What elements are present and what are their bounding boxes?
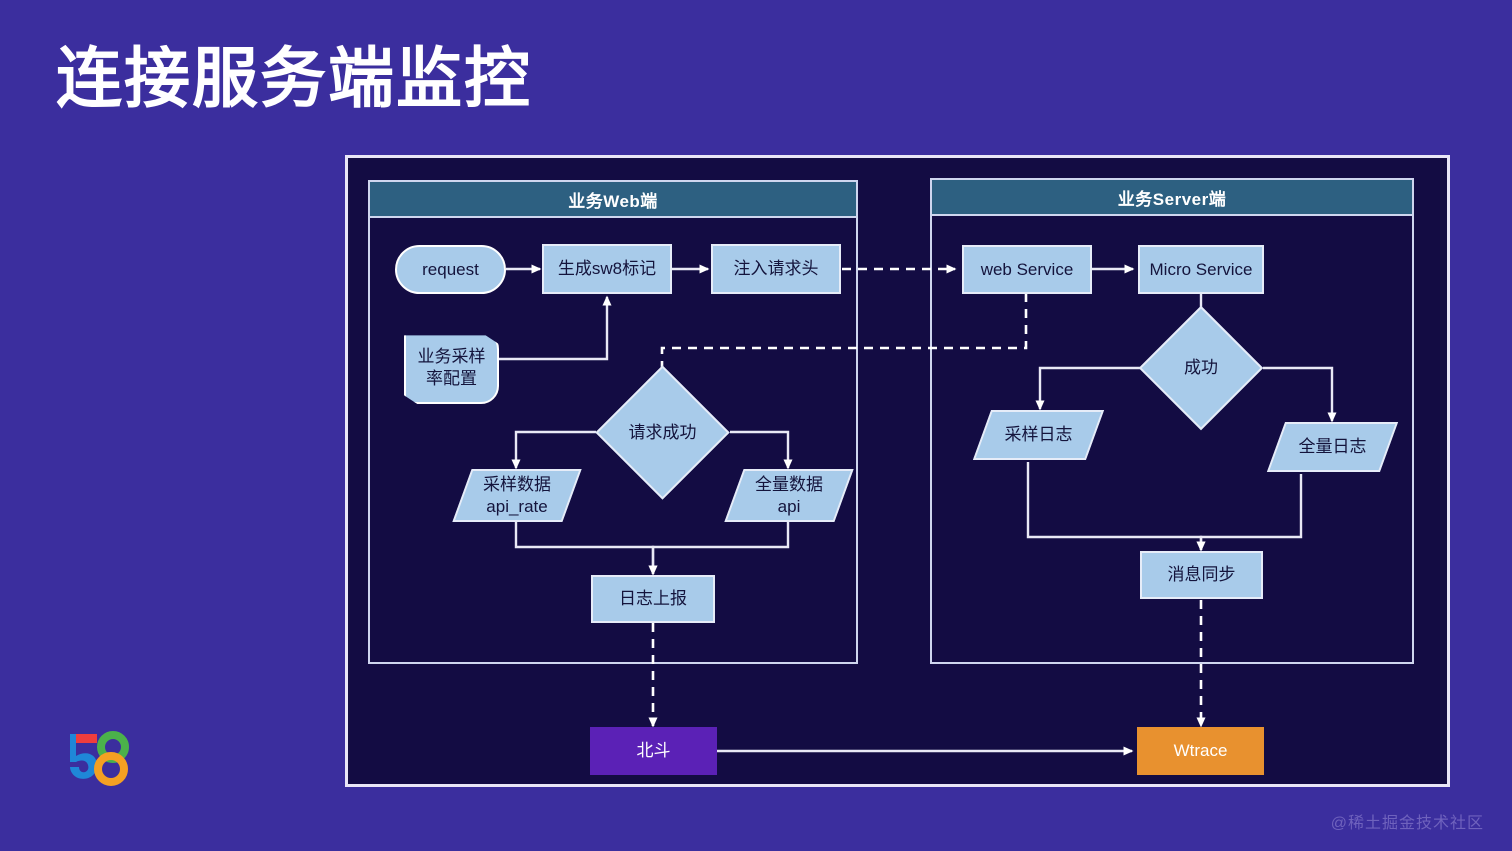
- node-generate-sw8-tag-label: 生成sw8标记: [557, 259, 657, 279]
- node-sample-log[interactable]: 采样日志: [972, 410, 1105, 460]
- node-success[interactable]: 成功: [1138, 305, 1264, 431]
- node-sampling-rate-config-label: 业务采样 率配置: [417, 347, 486, 388]
- node-request-success[interactable]: 请求成功: [595, 365, 730, 500]
- node-sample-data-label: 采样数据 api_rate: [483, 475, 551, 516]
- node-beidou[interactable]: 北斗: [590, 727, 717, 775]
- panel-server-header: 业务Server端: [930, 178, 1414, 216]
- node-inject-request-header-label: 注入请求头: [733, 259, 819, 279]
- node-inject-request-header[interactable]: 注入请求头: [711, 244, 841, 294]
- node-sample-data[interactable]: 采样数据 api_rate: [452, 469, 582, 522]
- watermark-text: @稀土掘金技术社区: [1330, 815, 1484, 832]
- node-web-service-label: web Service: [980, 259, 1074, 279]
- node-request[interactable]: request: [395, 245, 506, 294]
- node-log-report[interactable]: 日志上报: [591, 575, 715, 623]
- panel-web-client-header: 业务Web端: [368, 180, 858, 218]
- node-full-data[interactable]: 全量数据 api: [724, 469, 854, 522]
- node-micro-service[interactable]: Micro Service: [1138, 245, 1264, 294]
- node-request-success-label: 请求成功: [628, 422, 697, 442]
- node-micro-service-label: Micro Service: [1149, 259, 1253, 279]
- 58-logo: [70, 731, 129, 786]
- node-wtrace-label: Wtrace: [1173, 741, 1228, 761]
- node-web-service[interactable]: web Service: [962, 245, 1092, 294]
- panel-web-client-title: 业务Web端: [568, 191, 658, 211]
- panel-server-title: 业务Server端: [1117, 189, 1227, 209]
- node-wtrace[interactable]: Wtrace: [1137, 727, 1264, 775]
- node-message-sync[interactable]: 消息同步: [1140, 551, 1263, 599]
- node-sample-log-label: 采样日志: [1004, 425, 1073, 445]
- node-success-label: 成功: [1184, 358, 1218, 378]
- node-message-sync-label: 消息同步: [1167, 565, 1236, 585]
- node-generate-sw8-tag[interactable]: 生成sw8标记: [542, 244, 672, 294]
- node-sampling-rate-config[interactable]: 业务采样 率配置: [404, 331, 499, 404]
- document-shape-icon: [404, 335, 499, 404]
- node-full-log-label: 全量日志: [1298, 437, 1367, 457]
- node-full-log[interactable]: 全量日志: [1266, 422, 1399, 472]
- node-request-label: request: [422, 259, 479, 279]
- node-log-report-label: 日志上报: [619, 589, 687, 609]
- page-title: 连接服务端监控: [56, 41, 532, 115]
- node-full-data-label: 全量数据 api: [755, 475, 823, 516]
- node-beidou-label: 北斗: [636, 741, 671, 761]
